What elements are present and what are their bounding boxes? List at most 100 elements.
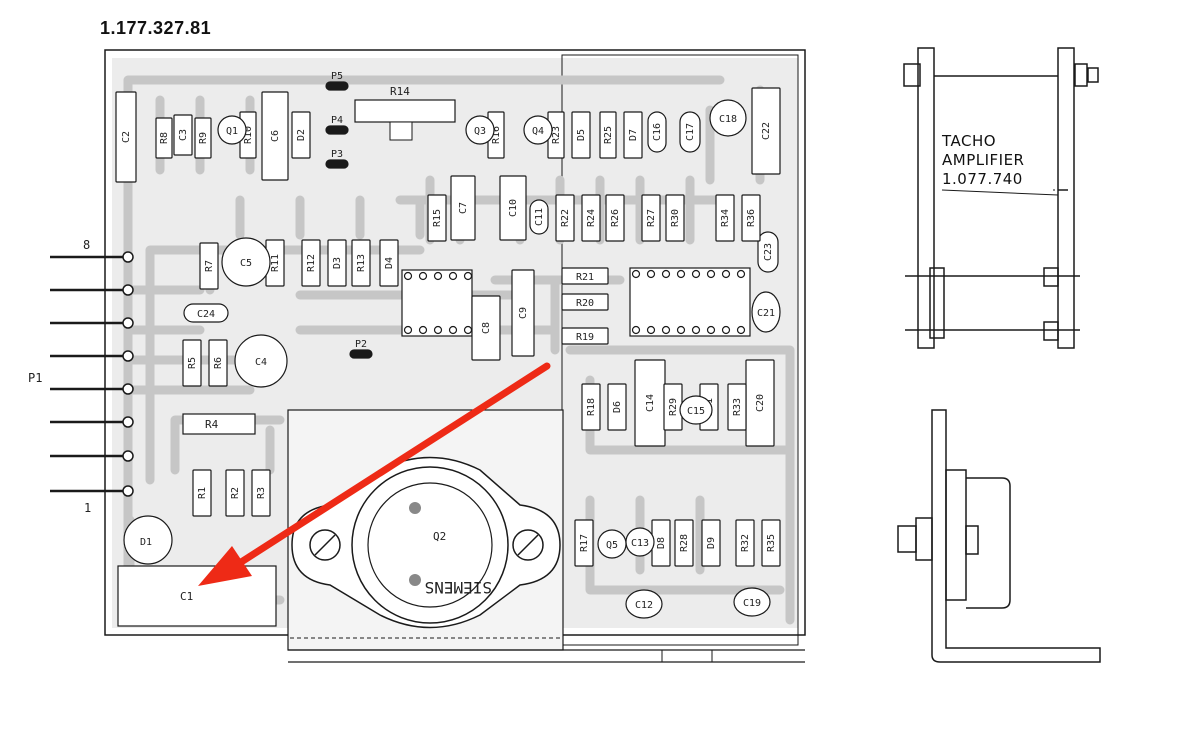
component-r18: R18 bbox=[581, 383, 601, 431]
component-body-d2 bbox=[291, 111, 311, 159]
component-body-r12 bbox=[301, 239, 321, 287]
component-body-d3 bbox=[327, 239, 347, 287]
component-p4: P4 bbox=[325, 115, 349, 135]
component-body-r24 bbox=[581, 194, 601, 242]
component-label-p5: P5 bbox=[331, 71, 343, 82]
component-c21: C21 bbox=[751, 291, 781, 333]
component-r1: R1 bbox=[192, 469, 212, 517]
r14-label: R14 bbox=[390, 85, 410, 98]
connector-pin-8-label: 8 bbox=[83, 238, 90, 252]
component-label-r18: R18 bbox=[586, 398, 597, 416]
component-label-r3: R3 bbox=[256, 487, 267, 499]
component-c7: C7 bbox=[450, 175, 476, 241]
component-label-c20: C20 bbox=[755, 394, 766, 412]
d1-body bbox=[123, 515, 173, 565]
component-label-d7: D7 bbox=[628, 129, 639, 141]
component-label-r24: R24 bbox=[586, 209, 597, 227]
connector-pin-1-label: 1 bbox=[84, 501, 91, 515]
component-label-c13: C13 bbox=[631, 538, 649, 549]
component-label-r28: R28 bbox=[679, 534, 690, 552]
d1-label: D1 bbox=[140, 537, 152, 548]
component-c19: C19 bbox=[733, 587, 771, 617]
component-label-c23: C23 bbox=[763, 243, 774, 261]
component-body-c19 bbox=[733, 587, 771, 617]
component-r34: R34 bbox=[715, 194, 735, 242]
component-body-q4 bbox=[523, 115, 553, 145]
component-body-p5 bbox=[325, 81, 349, 91]
component-body-d4 bbox=[379, 239, 399, 287]
component-r28: R28 bbox=[674, 519, 694, 567]
component-body-r1 bbox=[192, 469, 212, 517]
component-q1: Q1 bbox=[217, 115, 247, 145]
component-p2: P2 bbox=[349, 339, 373, 359]
pcb-right-section bbox=[561, 54, 799, 646]
component-c10: C10 bbox=[499, 175, 527, 241]
component-label-r26: R26 bbox=[610, 209, 621, 227]
drawing-number: 1.177.327.81 bbox=[100, 18, 212, 38]
component-body-r26 bbox=[605, 194, 625, 242]
component-label-r7: R7 bbox=[204, 260, 215, 272]
component-r7: R7 bbox=[199, 242, 219, 290]
component-r19: R19 bbox=[561, 327, 609, 345]
tacho-bracket-bottom-view bbox=[897, 409, 1101, 663]
component-d6: D6 bbox=[607, 383, 627, 431]
component-body-r35 bbox=[761, 519, 781, 567]
component-c6: C6 bbox=[261, 91, 289, 181]
component-r15: R15 bbox=[427, 194, 447, 242]
r14-body bbox=[354, 99, 456, 123]
component-label-q4: Q4 bbox=[532, 126, 544, 137]
component-label-d2: D2 bbox=[296, 129, 307, 141]
component-label-c10: C10 bbox=[508, 199, 519, 217]
component-label-c4: C4 bbox=[255, 357, 267, 368]
ic-socket-16pin bbox=[629, 267, 751, 337]
red-annotation-arrow bbox=[198, 362, 551, 586]
component-body-r19 bbox=[561, 327, 609, 345]
component-r35: R35 bbox=[761, 519, 781, 567]
component-label-r13: R13 bbox=[356, 254, 367, 272]
component-label-r16: R16 bbox=[491, 126, 502, 144]
component-r29: R29 bbox=[663, 383, 683, 431]
component-r30: R30 bbox=[665, 194, 685, 242]
component-d5: D5 bbox=[571, 111, 591, 159]
component-body-q5 bbox=[597, 529, 627, 559]
component-body-d5 bbox=[571, 111, 591, 159]
component-c2: C2 bbox=[115, 91, 137, 183]
mirrored-brand-text: SIEMENS bbox=[425, 578, 492, 597]
component-label-c19: C19 bbox=[743, 598, 761, 609]
component-body-r21 bbox=[561, 267, 609, 285]
component-r26: R26 bbox=[605, 194, 625, 242]
component-r6: R6 bbox=[208, 339, 228, 387]
component-body-c8 bbox=[471, 295, 501, 361]
component-label-d4: D4 bbox=[384, 257, 395, 269]
component-body-p2 bbox=[349, 349, 373, 359]
component-r20: R20 bbox=[561, 293, 609, 311]
component-body-r34 bbox=[715, 194, 735, 242]
component-body-q1 bbox=[217, 115, 247, 145]
component-body-c23 bbox=[757, 231, 779, 273]
component-r24: R24 bbox=[581, 194, 601, 242]
component-r12: R12 bbox=[301, 239, 321, 287]
component-c23: C23 bbox=[757, 231, 779, 273]
component-body-r36 bbox=[741, 194, 761, 242]
connector-p1-pads bbox=[122, 251, 134, 497]
tacho-leader-line bbox=[941, 189, 1059, 196]
component-body-c12 bbox=[625, 589, 663, 619]
component-body-d6 bbox=[607, 383, 627, 431]
component-label-d6: D6 bbox=[612, 401, 623, 413]
component-body-c3 bbox=[173, 114, 193, 156]
component-body-p4 bbox=[325, 125, 349, 135]
component-r33: R33 bbox=[727, 383, 747, 431]
q2-label: Q2 bbox=[433, 530, 446, 543]
component-label-c7: C7 bbox=[458, 202, 469, 214]
component-r22: R22 bbox=[555, 194, 575, 242]
component-body-r13 bbox=[351, 239, 371, 287]
component-label-c21: C21 bbox=[757, 308, 775, 319]
component-c24: C24 bbox=[183, 303, 229, 323]
r14-adjuster bbox=[389, 121, 413, 141]
component-label-r19: R19 bbox=[576, 332, 594, 343]
connector-p1-label: P1 bbox=[28, 371, 42, 385]
component-label-c12: C12 bbox=[635, 600, 653, 611]
component-c15: C15 bbox=[679, 395, 713, 425]
component-body-r9 bbox=[194, 117, 212, 159]
